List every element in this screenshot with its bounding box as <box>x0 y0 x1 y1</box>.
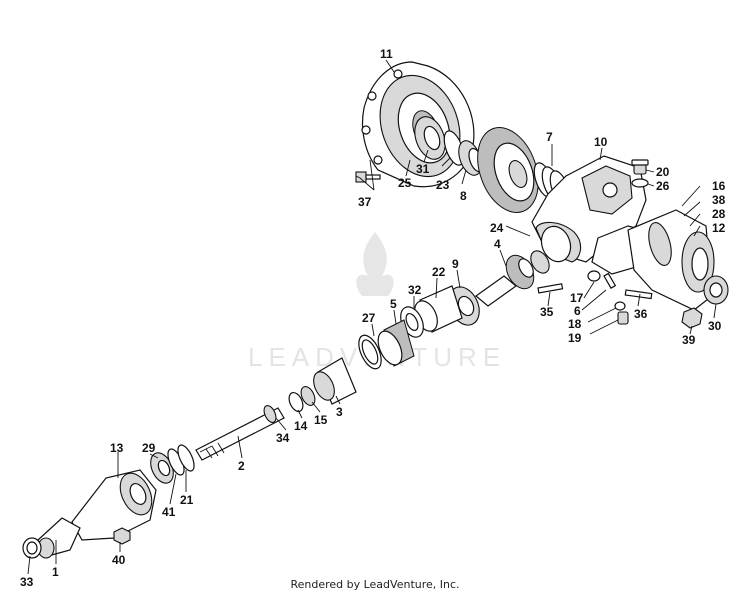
clip-33 <box>22 537 42 559</box>
callout-14: 14 <box>294 419 308 433</box>
callout-38: 38 <box>712 193 726 207</box>
callout-24: 24 <box>490 221 504 235</box>
spacer-14 <box>288 391 304 413</box>
callout-3: 3 <box>336 405 343 419</box>
callout-35: 35 <box>540 305 554 319</box>
snap-ring-27 <box>358 334 382 370</box>
callout-31: 31 <box>416 162 430 176</box>
callout-11: 11 <box>380 47 393 61</box>
callout-10: 10 <box>594 135 608 149</box>
sleeve-3 <box>313 357 357 405</box>
bolt-6 <box>603 272 617 289</box>
spacer-15 <box>300 386 316 406</box>
callout-21: 21 <box>180 493 194 507</box>
shaft-housing-13 <box>71 469 157 541</box>
footer-credit: Rendered by LeadVenture, Inc. <box>290 578 460 591</box>
washer-18 <box>614 301 626 311</box>
drive-shaft-2 <box>195 405 285 461</box>
callout-34: 34 <box>276 431 290 445</box>
callout-4: 4 <box>494 237 501 251</box>
callout-17: 17 <box>570 291 584 305</box>
callout-8: 8 <box>460 189 467 203</box>
plug-19 <box>617 311 629 325</box>
callout-1: 1 <box>52 565 59 579</box>
callout-32: 32 <box>408 283 422 297</box>
callout-36: 36 <box>634 307 648 321</box>
callout-41: 41 <box>162 505 176 519</box>
bearing-24 <box>530 250 550 274</box>
callout-39: 39 <box>682 333 696 347</box>
washer-17 <box>587 270 601 282</box>
seal-30 <box>703 275 729 305</box>
callout-9: 9 <box>452 257 459 271</box>
leader-lines <box>27 59 717 575</box>
callout-37: 37 <box>358 195 372 209</box>
bolt-37 <box>355 171 381 183</box>
callout-33: 33 <box>20 575 34 589</box>
callout-30: 30 <box>708 319 722 333</box>
callout-28: 28 <box>712 207 726 221</box>
ring-32 <box>400 306 424 338</box>
callouts: 11 31 23 25 8 7 10 20 26 16 38 28 12 37 … <box>20 47 726 589</box>
callout-18: 18 <box>568 317 582 331</box>
callout-13: 13 <box>110 441 124 455</box>
callout-15: 15 <box>314 413 328 427</box>
nut-40 <box>113 527 131 545</box>
pinion-gear <box>475 254 535 307</box>
callout-20: 20 <box>656 165 670 179</box>
washer-26 <box>631 178 649 188</box>
callout-26: 26 <box>656 179 670 193</box>
fill-plug-20 <box>631 159 649 175</box>
bearing-31 <box>414 116 446 160</box>
callout-22: 22 <box>432 265 446 279</box>
callout-2: 2 <box>238 459 245 473</box>
callout-6: 6 <box>574 304 581 318</box>
callout-25: 25 <box>398 176 412 190</box>
callout-23: 23 <box>436 178 450 192</box>
final-drive-housing <box>531 155 651 275</box>
stud-36 <box>624 289 653 300</box>
watermark-flame-icon <box>356 232 394 296</box>
callout-29: 29 <box>142 441 156 455</box>
callout-27: 27 <box>362 311 376 325</box>
bearing-29 <box>150 452 174 484</box>
yoke-1 <box>37 517 81 559</box>
washer-21 <box>177 444 195 472</box>
axle-housing-right <box>627 209 715 311</box>
ring-gear <box>477 127 539 213</box>
nut-39 <box>681 307 703 329</box>
callout-16: 16 <box>712 179 726 193</box>
callout-7: 7 <box>546 130 553 144</box>
clutch-gear-5 <box>377 319 415 367</box>
callout-12: 12 <box>712 221 726 235</box>
callout-5: 5 <box>390 297 397 311</box>
callout-19: 19 <box>568 331 582 345</box>
callout-40: 40 <box>112 553 126 567</box>
stud-35 <box>537 283 564 294</box>
